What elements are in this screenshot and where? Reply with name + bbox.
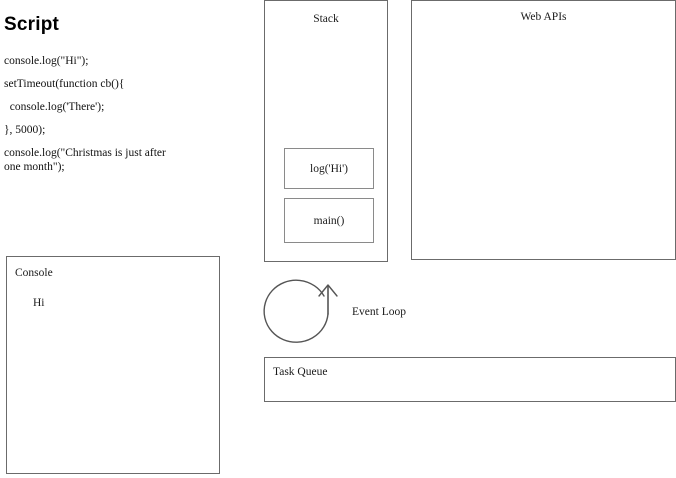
- stack-panel: Stack log('Hi') main(): [264, 0, 388, 262]
- console-output-line: Hi: [33, 297, 45, 309]
- script-code-line-2: setTimeout(function cb(){: [4, 78, 125, 90]
- stack-title: Stack: [313, 13, 339, 25]
- stack-frame-label: log('Hi'): [310, 162, 348, 175]
- script-code-line-5: console.log("Christmas is just after one…: [4, 147, 169, 173]
- task-queue-panel: Task Queue: [264, 357, 676, 402]
- web-apis-title: Web APIs: [520, 11, 567, 23]
- script-heading: Script: [4, 14, 60, 35]
- script-code-line-4: }, 5000);: [4, 124, 46, 136]
- web-apis-panel: Web APIs: [411, 0, 676, 260]
- console-panel: Console Hi: [6, 256, 220, 474]
- script-code-line-1: console.log("Hi");: [4, 55, 89, 67]
- script-code-line-3: console.log('There');: [4, 101, 105, 113]
- circular-arrow-icon: [263, 279, 338, 343]
- event-loop-label: Event Loop: [352, 306, 406, 318]
- stack-frame[interactable]: log('Hi'): [284, 148, 374, 189]
- console-title: Console: [15, 267, 53, 279]
- task-queue-title: Task Queue: [273, 366, 328, 378]
- stack-frame[interactable]: main(): [284, 198, 374, 243]
- stack-frame-label: main(): [313, 214, 345, 227]
